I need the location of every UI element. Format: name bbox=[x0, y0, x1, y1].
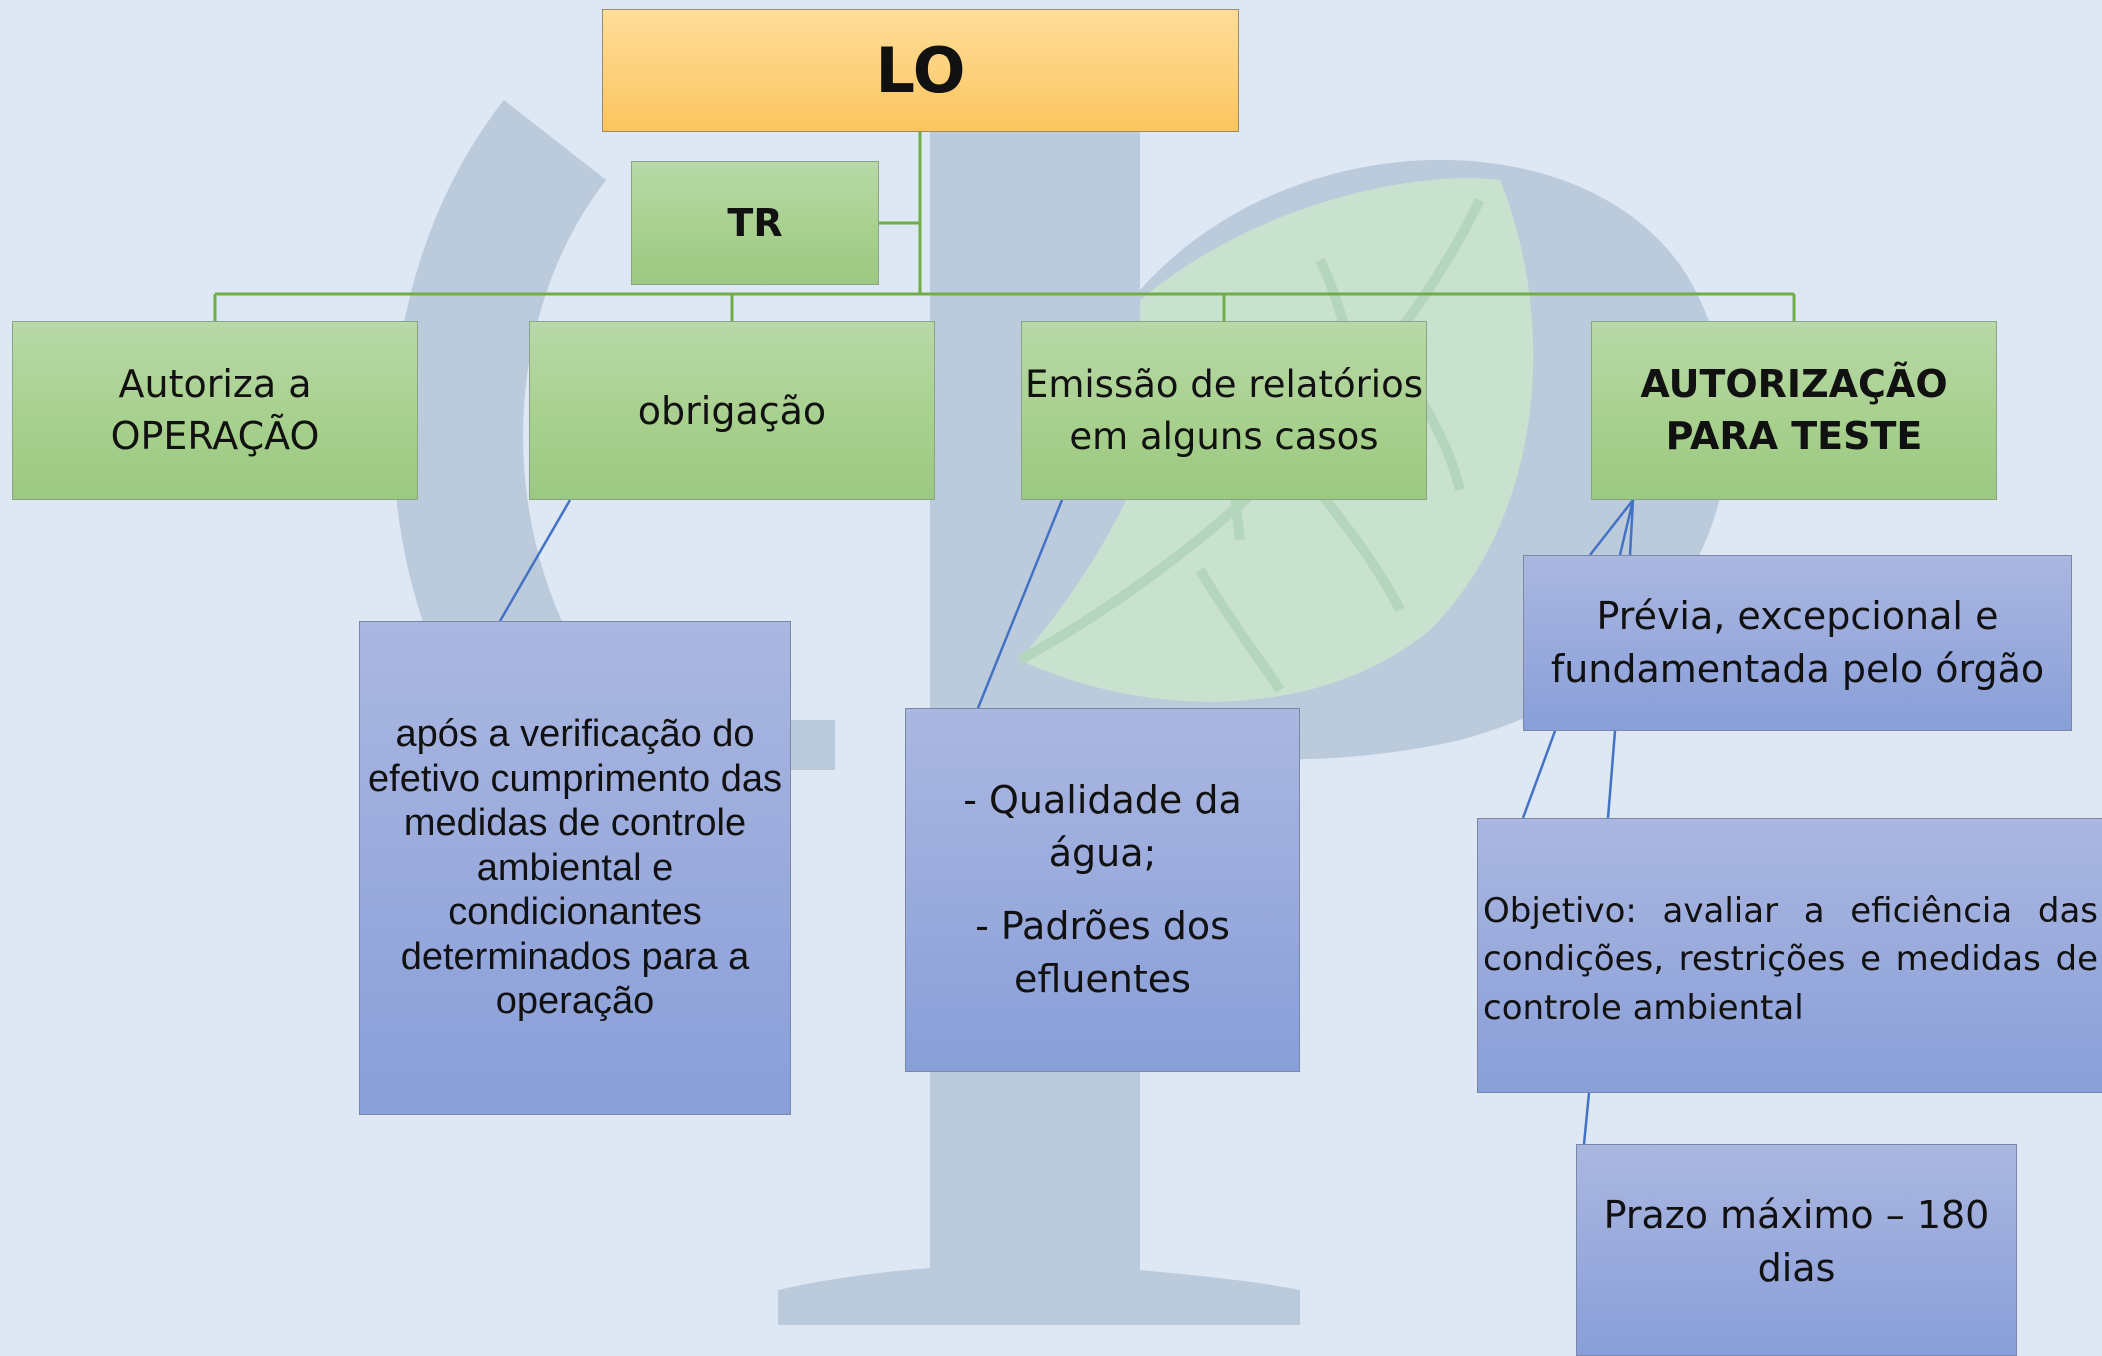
node-obrigacao: obrigação bbox=[529, 321, 935, 500]
node-text-line: casos bbox=[1274, 414, 1379, 458]
node-apos-verificacao: após a verificação do efetivo cumpriment… bbox=[359, 621, 791, 1115]
node-text-line: controle ambiental e bbox=[476, 802, 747, 889]
connector-teste-previa-c bbox=[1628, 499, 1635, 556]
node-text-line: efluentes bbox=[1014, 957, 1191, 1002]
node-text-line: - Padrões dos bbox=[975, 904, 1230, 948]
connector-emissao-qualidade bbox=[976, 499, 1064, 709]
node-text-line: OPERAÇÃO bbox=[110, 413, 320, 458]
node-text-line: efetivo cumprimento bbox=[368, 757, 711, 800]
node-tr: TR bbox=[631, 161, 879, 285]
node-autoriza-operacao: Autoriza a OPERAÇÃO bbox=[12, 321, 418, 500]
node-text-line: fundamentada pelo órgão bbox=[1550, 647, 2045, 691]
connector-previa-objetivo-a bbox=[1521, 730, 1557, 819]
node-previa-excepcional: Prévia, excepcional e fundamentada pelo … bbox=[1523, 555, 2072, 731]
node-text-line: Prazo máximo – 180 bbox=[1603, 1192, 1990, 1237]
node-text-line: condicionantes bbox=[448, 891, 702, 934]
node-text-line: operação bbox=[495, 980, 655, 1023]
node-text-line: determinados para a bbox=[400, 935, 750, 978]
connector-teste-previa-b bbox=[1618, 499, 1635, 556]
node-lo: LO bbox=[602, 9, 1239, 132]
node-text-line: - Qualidade da bbox=[963, 777, 1242, 822]
connector-previa-objetivo-b bbox=[1606, 730, 1617, 819]
node-text-line: AUTORIZAÇÃO bbox=[1640, 362, 1948, 407]
node-emissao-relatorios: Emissão de relatórios em alguns casos bbox=[1021, 321, 1427, 500]
node-tr-label: TR bbox=[727, 201, 783, 245]
node-text-line: após a verificação do bbox=[395, 713, 755, 756]
node-obrigacao-label: obrigação bbox=[637, 388, 827, 433]
node-autorizacao-para-teste: AUTORIZAÇÃO PARA TESTE bbox=[1591, 321, 1997, 500]
connector-objetivo-prazo bbox=[1582, 1092, 1591, 1145]
node-text-line: Emissão de bbox=[1024, 362, 1237, 406]
node-text-line: água; bbox=[1048, 830, 1157, 875]
node-qualidade-agua: - Qualidade da água; - Padrões dos eflue… bbox=[905, 708, 1300, 1072]
node-text-line: Prévia, excepcional e bbox=[1596, 593, 1999, 638]
node-objetivo-text: Objetivo: avaliar a eficiência das condi… bbox=[1483, 891, 2098, 1028]
node-text-line: relatórios em alguns bbox=[1069, 362, 1423, 458]
connector-teste-previa-a bbox=[1589, 499, 1634, 556]
node-prazo-maximo: Prazo máximo – 180 dias bbox=[1576, 1144, 2017, 1356]
connector-obrigacao-apos bbox=[498, 499, 572, 622]
node-text-line: PARA TESTE bbox=[1665, 413, 1923, 458]
node-objetivo: Objetivo: avaliar a eficiência das condi… bbox=[1477, 818, 2102, 1093]
node-text-line: das medidas de bbox=[403, 757, 782, 845]
paragraph-gap bbox=[906, 880, 1299, 900]
node-text-line: dias bbox=[1757, 1246, 1836, 1290]
node-text-line: Autoriza a bbox=[118, 362, 312, 407]
node-lo-label: LO bbox=[875, 34, 966, 107]
